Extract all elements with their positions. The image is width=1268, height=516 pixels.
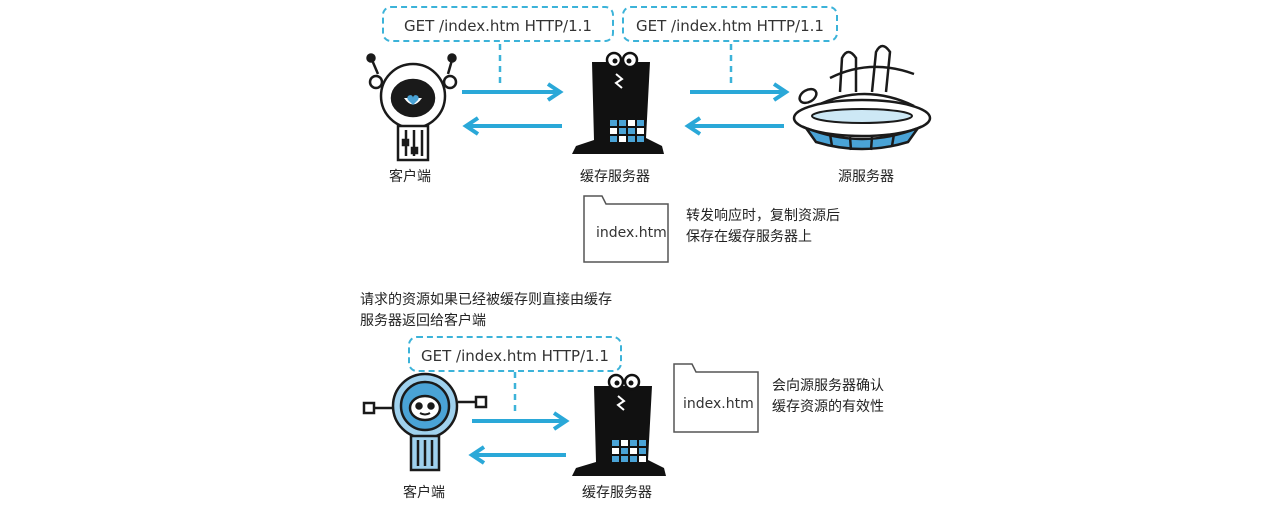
client-robot-icon	[366, 53, 458, 162]
intro-line2: 服务器返回给客户端	[360, 313, 486, 329]
request-bubble-bottom: GET /index.htm HTTP/1.1	[408, 336, 622, 372]
note-bottom-line1: 会向源服务器确认	[772, 378, 884, 394]
arrow-client-to-cache	[462, 82, 564, 102]
arrow-cache-to-client	[462, 116, 562, 136]
note-top-line2: 保存在缓存服务器上	[686, 229, 812, 245]
arrow-origin-to-cache	[684, 116, 784, 136]
client-robot-bottom-icon	[362, 372, 488, 472]
intro-line1: 请求的资源如果已经被缓存则直接由缓存	[360, 292, 612, 308]
note-bottom: 会向源服务器确认 缓存资源的有效性	[772, 376, 884, 418]
arrow-cache-to-client-bottom	[468, 445, 566, 465]
note-top-line1: 转发响应时，复制资源后	[686, 208, 840, 224]
file-icon-bottom	[673, 363, 759, 433]
client-label-bottom: 客户端	[403, 485, 445, 501]
request-bubble-top-left: GET /index.htm HTTP/1.1	[382, 6, 614, 42]
file-icon-top	[583, 195, 669, 263]
note-bottom-line2: 缓存资源的有效性	[772, 399, 884, 415]
request-text: GET /index.htm HTTP/1.1	[404, 17, 592, 35]
origin-server-icon	[792, 44, 932, 151]
file-name-top: index.htm	[596, 225, 667, 241]
origin-server-label: 源服务器	[838, 169, 894, 185]
request-text: GET /index.htm HTTP/1.1	[421, 347, 609, 365]
request-bubble-top-right: GET /index.htm HTTP/1.1	[622, 6, 838, 42]
arrow-client-to-cache-bottom	[472, 411, 570, 431]
arrow-cache-to-origin	[690, 82, 790, 102]
cache-server-top-icon	[572, 51, 664, 154]
cache-server-label-top: 缓存服务器	[580, 169, 650, 185]
intro-note: 请求的资源如果已经被缓存则直接由缓存 服务器返回给客户端	[360, 290, 612, 332]
cache-server-bottom-icon	[572, 373, 666, 476]
client-label-top: 客户端	[389, 169, 431, 185]
request-text: GET /index.htm HTTP/1.1	[636, 17, 824, 35]
note-top: 转发响应时，复制资源后 保存在缓存服务器上	[686, 206, 840, 248]
file-name-bottom: index.htm	[683, 396, 754, 412]
cache-server-label-bottom: 缓存服务器	[582, 485, 652, 501]
